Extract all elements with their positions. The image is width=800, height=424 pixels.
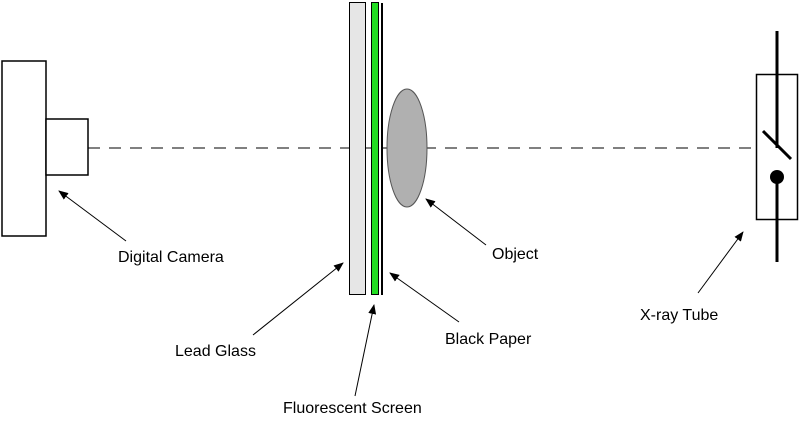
xray-tube-label: X-ray Tube [640, 307, 718, 324]
camera-icon [1, 60, 89, 237]
object-arrow [425, 198, 487, 246]
xray-tube-anode [761, 129, 793, 161]
camera-arrow [58, 190, 127, 242]
object-label: Object [492, 246, 539, 263]
lead-glass-label: Lead Glass [175, 343, 256, 360]
fluorescent-screen-label: Fluorescent Screen [283, 400, 422, 417]
xray-tube-arrow [697, 231, 744, 294]
xray-tube-icon [755, 31, 799, 262]
lead-glass [349, 2, 366, 295]
camera-label: Digital Camera [118, 249, 224, 266]
fluorescent-screen [371, 2, 379, 295]
black-paper-label: Black Paper [445, 331, 532, 348]
camera-body [1, 60, 47, 237]
camera-lens [45, 118, 89, 176]
fluorescent-screen-arrow [354, 304, 377, 397]
black-paper-arrow [389, 272, 460, 323]
lead-glass-arrow [252, 262, 344, 336]
object-shape [386, 88, 428, 208]
